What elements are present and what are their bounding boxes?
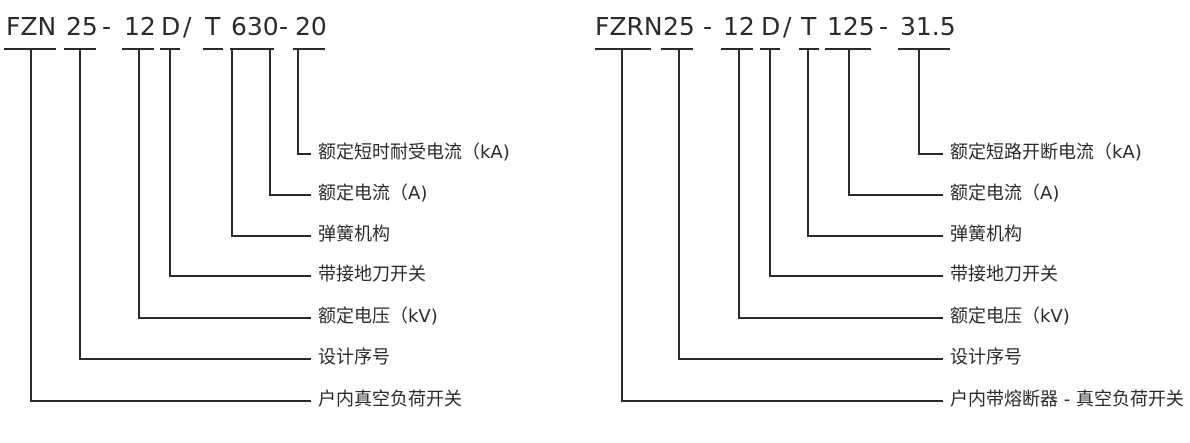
underline-design (661, 48, 693, 50)
underline-series (595, 48, 651, 50)
label-series: 户内真空负荷开关 (318, 389, 462, 410)
underline-breaking (898, 48, 950, 50)
leader-design (79, 48, 81, 359)
code-dash-2: - (279, 12, 289, 41)
label-design: 设计序号 (318, 347, 390, 368)
leader-voltage-h (138, 317, 311, 319)
leader-current-h (269, 194, 311, 196)
leader-current-h (848, 194, 943, 196)
leader-earthing (769, 48, 771, 276)
leader-series (621, 48, 623, 401)
code-voltage: 12 (723, 12, 755, 41)
leader-voltage-h (738, 317, 943, 319)
code-voltage: 12 (124, 12, 156, 41)
label-voltage: 额定电压（kV) (318, 306, 438, 327)
leader-mechanism (807, 48, 809, 236)
label-voltage: 额定电压（kV) (950, 306, 1070, 327)
right-model-diagram: FZRN 25 - 12 D / T 125 - 31.5 额定短路开断电流（k… (595, 0, 1190, 443)
code-mechanism: T (205, 12, 221, 41)
underline-current (230, 48, 274, 50)
leader-series (30, 48, 32, 401)
code-mechanism: T (801, 12, 817, 41)
leader-breaking (918, 48, 920, 154)
leader-current (269, 48, 271, 195)
label-current: 额定电流（A) (318, 183, 428, 204)
code-slash: / (183, 12, 192, 41)
leader-short-time-h (297, 153, 311, 155)
leader-short-time (297, 48, 299, 154)
leader-series-h (621, 400, 943, 402)
label-mechanism: 弹簧机构 (950, 224, 1022, 245)
label-series: 户内带熔断器 - 真空负荷开关 (950, 389, 1184, 410)
code-design: 25 (663, 12, 695, 41)
leader-current (848, 48, 850, 195)
code-earthing: D (761, 12, 781, 41)
label-current: 额定电流（A) (950, 183, 1060, 204)
leader-voltage (738, 48, 740, 318)
leader-earthing-h (769, 275, 943, 277)
leader-breaking-h (918, 153, 943, 155)
leader-mechanism (231, 48, 233, 236)
code-series: FZN (6, 12, 57, 41)
leader-design-h (79, 358, 311, 360)
underline-mechanism (203, 48, 223, 50)
code-current: 630 (231, 12, 279, 41)
code-dash-1: - (703, 12, 713, 41)
leader-mechanism-h (807, 235, 943, 237)
label-short-time: 额定短时耐受电流（kA) (318, 142, 510, 163)
leader-earthing (169, 48, 171, 276)
code-design: 25 (66, 12, 98, 41)
leader-series-h (30, 400, 311, 402)
leader-design (678, 48, 680, 359)
label-earthing: 带接地刀开关 (318, 264, 426, 285)
left-model-diagram: FZN 25 - 12 D / T 630 - 20 额定短时耐受电流（kA) … (4, 12, 510, 410)
label-design: 设计序号 (950, 347, 1022, 368)
leader-design-h (678, 358, 943, 360)
code-slash: / (783, 12, 792, 41)
code-dash-1: - (102, 12, 112, 41)
code-short-time: 20 (295, 12, 327, 41)
code-breaking: 31.5 (900, 12, 956, 41)
label-breaking: 额定短路开断电流（kA) (950, 142, 1142, 163)
underline-voltage (721, 48, 753, 50)
underline-mechanism (799, 48, 819, 50)
code-current: 125 (827, 12, 875, 41)
underline-short-time (293, 48, 325, 50)
leader-voltage (138, 48, 140, 318)
code-earthing: D (161, 12, 181, 41)
label-earthing: 带接地刀开关 (950, 264, 1058, 285)
label-mechanism: 弹簧机构 (318, 224, 390, 245)
code-series: FZRN (595, 12, 663, 41)
leader-earthing-h (169, 275, 311, 277)
leader-mechanism-h (231, 235, 311, 237)
code-dash-2: - (879, 12, 889, 41)
